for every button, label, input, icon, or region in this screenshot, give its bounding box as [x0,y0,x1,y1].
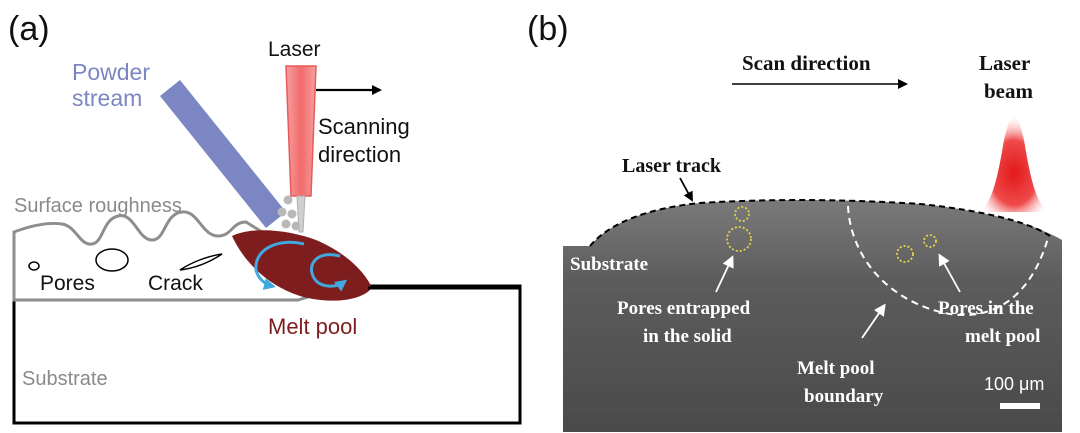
substrate-block [12,284,522,425]
panel-a: (a) Substrate Surface roughness Pores Cr… [8,10,522,425]
laser-beam-tip [296,195,306,233]
pore-circles [726,206,937,263]
laser-track-label: Laser track [622,155,722,177]
pores-solid-arrow [715,255,734,293]
pore-large [95,248,129,272]
pores-solid-label-2: in the solid [643,326,732,347]
pore-circle-large [726,226,752,252]
laser-beam-label-1: Laser [979,51,1030,75]
panel-a-label: (a) [8,10,50,48]
surface-roughness-label: Surface roughness [14,195,182,217]
pore-small [28,261,40,271]
laser-beam-label-2: beam [984,79,1034,103]
pores-melt-pool-arrow [938,253,961,293]
panel-b: (b) Laser track Scan direction Laser bea… [527,10,1062,432]
laser-track-profile [589,199,1051,247]
substrate-label-b: Substrate [570,254,648,275]
flow-arrow-right [310,253,348,292]
pore-circle-melt-2 [923,234,937,248]
laser-beam-profile [978,114,1050,212]
pores-solid-label-1: Pores entrapped [617,298,751,319]
laser-label: Laser [268,38,321,61]
powder-stream-nozzle [160,80,286,228]
melt-pool-boundary-label-2: boundary [804,386,884,407]
scale-bar-label: 100 μm [984,374,1044,394]
melt-pool-label: Melt pool [268,314,357,339]
scanning-direction-label-2: direction [318,142,401,167]
melt-pool-boundary-arrow [861,303,886,339]
crack-label: Crack [148,272,203,295]
scale-bar [1000,403,1040,409]
melt-pool-boundary [847,205,1049,316]
powder-stream-label-1: Powder [72,59,150,85]
flow-arrow-left [254,240,305,290]
crack-shape [179,253,223,271]
pore-circle-melt-1 [896,245,914,263]
pores-melt-pool-label-1: Pores in the [938,298,1034,319]
pores-label: Pores [40,272,95,295]
scan-direction-label: Scan direction [742,51,871,75]
micrograph-texture [563,289,1062,411]
scanning-direction-label-1: Scanning [318,114,410,139]
powder-stream-label-2: stream [72,85,142,111]
laser-track-arrow [679,177,693,202]
pores-melt-pool-label-2: melt pool [965,326,1040,347]
micrograph-image [563,200,1062,432]
panel-b-label: (b) [527,10,569,48]
melt-pool-boundary-label-1: Melt pool [797,358,875,379]
substrate-label: Substrate [22,368,108,390]
laser-beam-top [285,65,317,197]
pore-circle-top [734,206,750,222]
